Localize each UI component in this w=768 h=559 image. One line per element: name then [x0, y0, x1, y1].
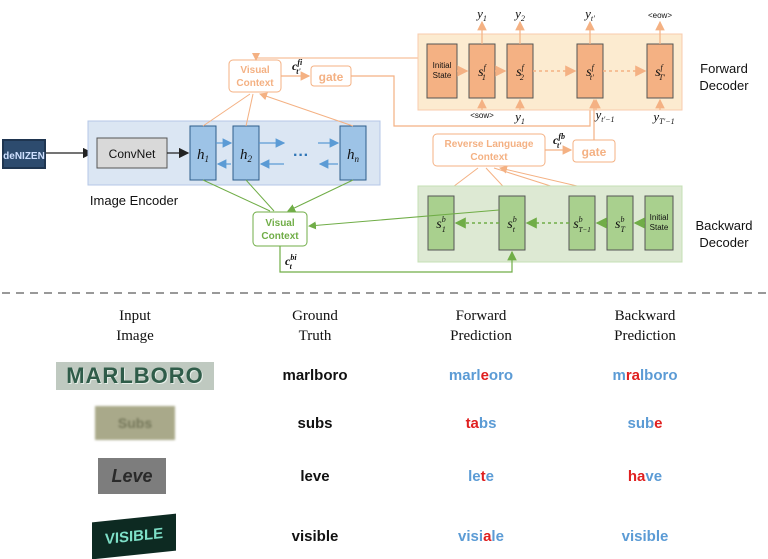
header-forward-prediction: Forward Prediction: [450, 308, 512, 344]
y1-bottom-label: y1: [513, 109, 525, 126]
error-chars: ta: [465, 415, 479, 432]
correct-chars: sub: [627, 415, 655, 432]
stb-box: [498, 195, 526, 251]
header-input-image: Input Image: [116, 308, 154, 344]
correct-chars: oro: [488, 367, 514, 384]
correct-chars: le: [491, 528, 504, 545]
error-chars: ra: [625, 367, 641, 384]
yT-1-bottom-label: yT'−1: [651, 109, 674, 126]
correct-chars: visible: [621, 528, 669, 545]
encoder-ellipsis: ···: [293, 147, 309, 164]
header-ground-truth: Ground Truth: [292, 308, 338, 344]
correct-chars: bs: [478, 415, 497, 432]
correct-chars: visi: [458, 528, 484, 545]
input-image-text: deNIZEN: [3, 151, 45, 162]
y1-top-label: y1: [475, 6, 487, 23]
error-chars: e: [480, 367, 489, 384]
correct-chars: ve: [645, 468, 663, 485]
row-ground-truth: visible: [291, 528, 339, 545]
row-forward-prediction: marleoro: [411, 367, 551, 384]
yt-top-label: yt': [583, 6, 595, 23]
row-backward-prediction: have: [575, 468, 715, 485]
row-image-leve: Leve: [98, 458, 166, 494]
correct-chars: lboro: [640, 367, 678, 384]
row-forward-prediction: tabs: [411, 415, 551, 432]
correct-chars: e: [485, 468, 494, 485]
gate-right-label: gate: [582, 145, 607, 159]
row-image-marlboro: MARLBORO: [56, 362, 214, 390]
error-chars: a: [483, 528, 492, 545]
correct-chars: marl: [448, 367, 481, 384]
convnet-label: ConvNet: [109, 147, 156, 161]
row-ground-truth: marlboro: [282, 367, 348, 384]
error-chars: t: [480, 468, 486, 485]
row-ground-truth: leve: [300, 468, 330, 485]
correct-chars: m: [612, 367, 626, 384]
row-backward-prediction: sube: [575, 415, 715, 432]
y2-top-label: y2: [513, 6, 525, 23]
initial-state-backward-box: [644, 195, 674, 251]
sTb-box: [606, 195, 634, 251]
row-image-subs: Subs: [95, 406, 175, 440]
error-chars: e: [654, 415, 663, 432]
s1b-box: [427, 195, 455, 251]
input-image: deNIZEN: [2, 139, 46, 169]
backward-decoder-panel: [417, 185, 683, 263]
h2-box: [232, 125, 260, 181]
s2f-box: [506, 43, 534, 99]
row-forward-prediction: lete: [411, 468, 551, 485]
sT-1b-box: [568, 195, 596, 251]
image-encoder-label: Image Encoder: [90, 193, 179, 208]
s1f-box: [468, 43, 496, 99]
error-chars: ha: [627, 468, 646, 485]
gate-top-label: gate: [319, 70, 344, 84]
row-ground-truth: subs: [297, 415, 333, 432]
header-backward-prediction: Backward Prediction: [614, 308, 676, 344]
row-backward-prediction: visible: [575, 528, 715, 545]
eow-label: <eow>: [648, 11, 672, 20]
sow-label: <sow>: [470, 111, 494, 120]
forward-decoder-panel: [417, 33, 683, 111]
sTf-box: [646, 43, 674, 99]
convnet-box: [96, 137, 168, 169]
hn-box: [339, 125, 367, 181]
row-forward-prediction: visiale: [411, 528, 551, 545]
correct-chars: le: [468, 468, 481, 485]
row-backward-prediction: mralboro: [575, 367, 715, 384]
